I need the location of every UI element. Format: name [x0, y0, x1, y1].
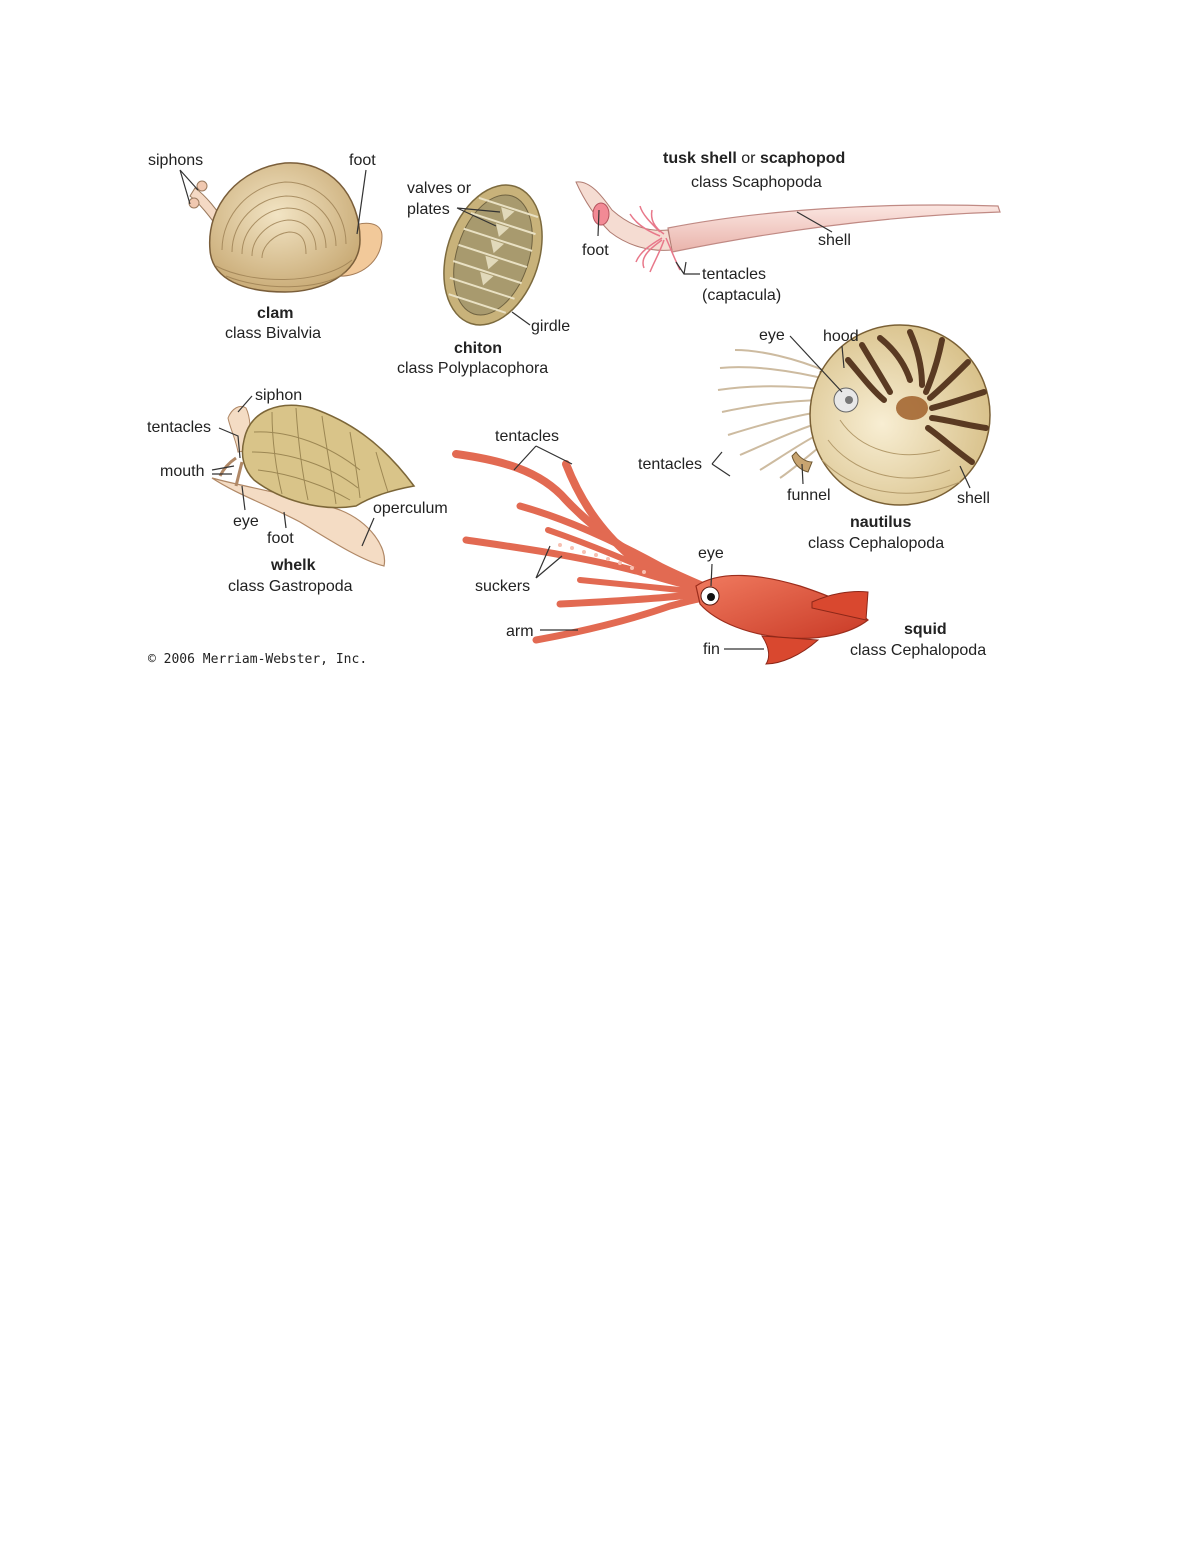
chiton-name: chiton — [454, 340, 502, 357]
nautilus-illustration — [717, 324, 991, 506]
nautilus-funnel — [791, 451, 813, 473]
tusk-tentacles-label: tentacles — [702, 266, 766, 283]
tusk-foot-label: foot — [582, 242, 609, 259]
clam-illustration — [188, 162, 383, 293]
tusk-title-bold1: tusk shell — [663, 150, 737, 167]
whelk-mouth-label: mouth — [160, 463, 204, 480]
squid-illustration — [452, 450, 869, 665]
squid-suckers-label: suckers — [475, 578, 530, 595]
whelk-operculum-label: operculum — [373, 500, 448, 517]
whelk-tentacles-label: tentacles — [147, 419, 211, 436]
copyright-notice: © 2006 Merriam-Webster, Inc. — [148, 652, 367, 667]
nautilus-funnel-label: funnel — [787, 487, 831, 504]
whelk-name: whelk — [270, 557, 316, 574]
whelk-class: class Gastropoda — [228, 578, 353, 595]
tusk-title-bold2: scaphopod — [760, 150, 845, 167]
clam-siphons-label: siphons — [148, 152, 203, 169]
squid-body — [695, 574, 869, 639]
squid-tentacles — [452, 450, 712, 644]
whelk-eye-label: eye — [233, 513, 259, 530]
squid-fin — [761, 591, 869, 665]
tusk-captacula-label: (captacula) — [702, 287, 781, 304]
squid-suckers — [558, 543, 646, 574]
tusk-illustration — [575, 181, 1001, 273]
whelk-foot-label: foot — [267, 530, 294, 547]
nautilus-eye-label: eye — [759, 327, 785, 344]
tusk-title: tusk shell or scaphopod — [663, 150, 845, 167]
tusk-tentacles — [629, 205, 681, 273]
nautilus-tentacles-label: tentacles — [638, 456, 702, 473]
squid-tentacles-label: tentacles — [495, 428, 559, 445]
squid-arm-label: arm — [506, 623, 534, 640]
squid-eye-label: eye — [698, 545, 724, 562]
nautilus-shell-label: shell — [957, 490, 990, 507]
squid-class: class Cephalopoda — [850, 642, 986, 659]
tusk-shell — [667, 204, 1001, 253]
chiton-valves-label-line1: valves or — [407, 180, 472, 197]
nautilus-hood-label: hood — [823, 328, 859, 345]
clam-foot-label: foot — [349, 152, 376, 169]
chiton-valves-label-line2: plates — [407, 201, 450, 218]
whelk-siphon-label: siphon — [255, 387, 302, 404]
clam-name: clam — [257, 305, 293, 322]
tusk-shell-label: shell — [818, 232, 851, 249]
chiton-illustration — [443, 184, 543, 326]
clam-class: class Bivalvia — [225, 325, 321, 342]
whelk-illustration — [211, 404, 416, 567]
tusk-title-or: or — [737, 150, 760, 167]
nautilus-name: nautilus — [850, 514, 911, 531]
squid-fin-label: fin — [703, 641, 720, 658]
tusk-class: class Scaphopoda — [691, 174, 822, 191]
nautilus-class: class Cephalopoda — [808, 535, 944, 552]
chiton-class: class Polyplacophora — [397, 360, 548, 377]
mollusk-classes-figure: siphons foot clam class Bivalvia valves … — [147, 150, 1001, 667]
chiton-girdle-label: girdle — [531, 318, 570, 335]
squid-name: squid — [904, 621, 947, 638]
